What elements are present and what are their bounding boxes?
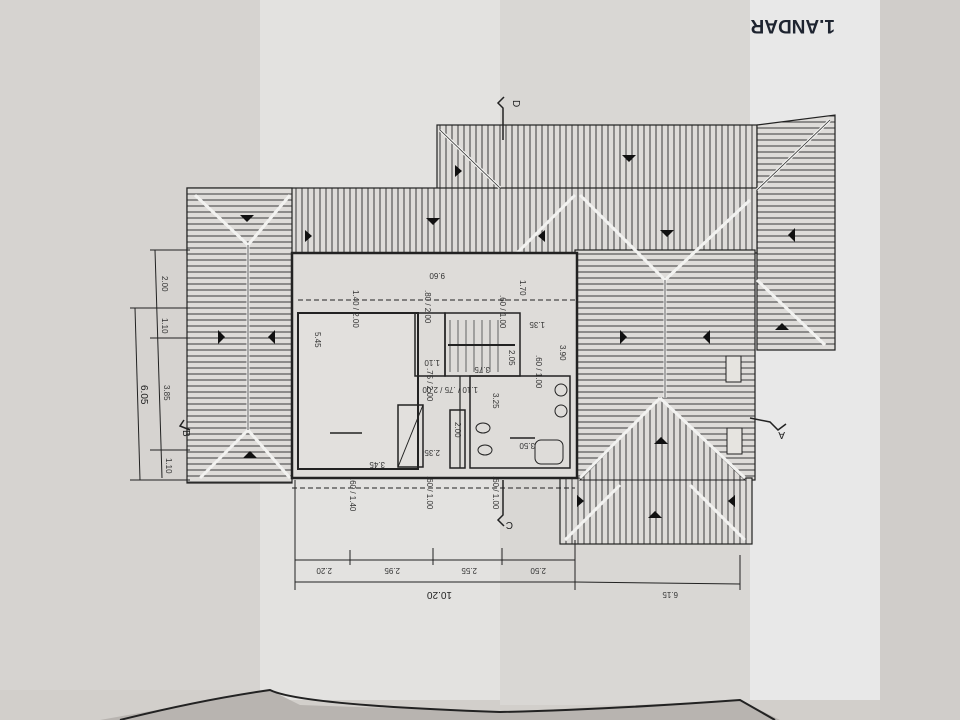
dim-room-left-depth: 5.45	[313, 332, 322, 348]
left-dimension-chain	[130, 249, 190, 481]
dim-stair-side: 2.05	[507, 350, 516, 366]
dim-bottom-total: 10.20	[427, 589, 452, 600]
dim-bath-width: 3.50	[519, 441, 535, 450]
dim-bottom-window-1: .60 / 1.40	[348, 478, 357, 512]
dim-window-1: 1.40 / 2.00	[351, 290, 360, 328]
bottom-dimension-chain	[294, 480, 741, 590]
dim-right-depth: 3.90	[558, 345, 567, 361]
dim-bottom-4: 2.50	[530, 566, 546, 575]
dim-room-left-width: 3.45	[369, 460, 385, 469]
dim-left-1: 2.00	[160, 276, 169, 292]
dim-bottom-window-2: .60 / 1.00	[425, 476, 434, 510]
dim-window-4: .60 / 1.00	[534, 355, 543, 389]
title-text: 1.ANDAR	[750, 15, 835, 36]
dim-left-3: 3.85	[162, 385, 171, 401]
dim-window-2: .80 / 2.00	[423, 290, 432, 324]
drawing-title: 1.ANDAR	[750, 15, 835, 36]
roof-planes	[186, 114, 836, 545]
dim-stair-run: 3.75	[474, 365, 490, 374]
dim-left-total: 6.05	[138, 385, 149, 405]
dim-terrace-depth: 1.70	[518, 280, 527, 296]
dim-bottom-extra: 6.15	[662, 590, 678, 599]
dim-landing: 1.10	[424, 358, 440, 367]
dim-left-4: 1.10	[164, 458, 173, 474]
floor-plan-interior	[290, 251, 579, 489]
dim-closet-width: 2.35	[424, 448, 440, 457]
dim-left-2: 1.10	[160, 318, 169, 334]
dim-terrace-width: 9.60	[429, 271, 445, 280]
dim-bottom-3: 2.55	[461, 566, 477, 575]
dim-bottom-2: 2.95	[384, 566, 400, 575]
dim-bottom-window-3: .60 / 1.00	[491, 476, 500, 510]
dim-closet-depth: 2.00	[453, 422, 462, 438]
interior-dimensions: 9.60 1.70 1.40 / 2.00 .80 / 2.00 .60 / 1…	[313, 271, 567, 512]
dim-hall-1: .75 / 2.00	[425, 368, 434, 402]
section-markers	[178, 96, 787, 527]
dim-bath-depth: 3.25	[491, 393, 500, 409]
section-marker-a: A	[778, 429, 785, 440]
dim-bottom-1: 2.20	[316, 566, 332, 575]
dim-window-3: .60 / 1.00	[498, 295, 507, 329]
dim-right-small: 1.35	[529, 320, 545, 329]
section-marker-d: D	[510, 100, 521, 107]
dim-hall-2: 1.10 / .75 / 2.00	[422, 385, 478, 394]
section-marker-b: B	[180, 430, 191, 437]
section-marker-c: C	[506, 519, 513, 530]
